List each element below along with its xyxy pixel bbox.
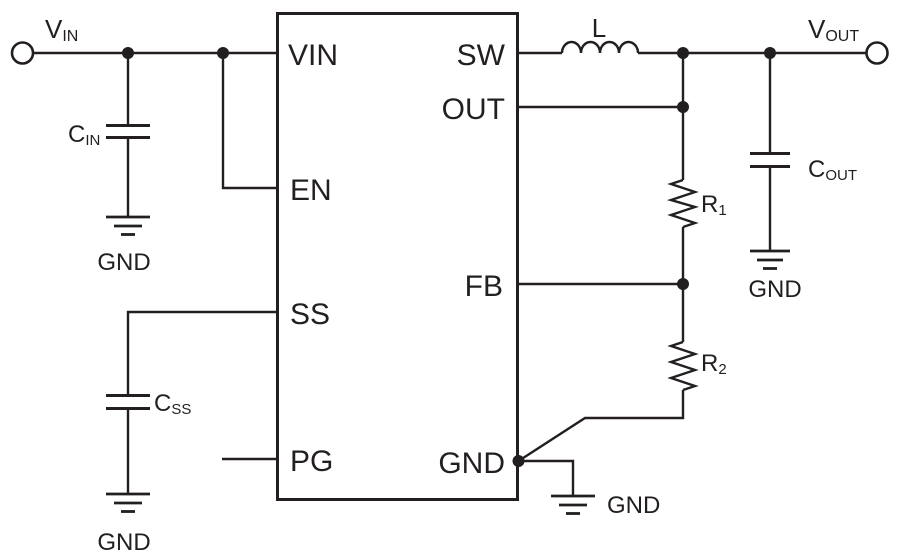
- junction-dot: [122, 47, 134, 59]
- label-cin-sub: IN: [85, 132, 100, 149]
- label-cout: COUT: [808, 156, 857, 184]
- junction-dot: [677, 47, 689, 59]
- capacitor-cout-symbol: [750, 152, 790, 168]
- pin-label-ss: SS: [290, 298, 330, 331]
- label-css: CSS: [154, 390, 191, 418]
- label-vin: VIN: [45, 14, 78, 45]
- wire-gnd-pin: [518, 459, 575, 495]
- label-r1-main: R: [701, 191, 718, 218]
- ic-pin-labels: VIN EN SS PG SW OUT FB GND: [288, 39, 506, 480]
- pin-label-sw: SW: [457, 39, 506, 72]
- label-gnd-css: GND: [97, 529, 150, 556]
- wire-en: [221, 53, 277, 190]
- ground-symbol-cin: [106, 215, 150, 236]
- label-css-main: C: [154, 390, 171, 417]
- label-r1: R1: [701, 191, 727, 219]
- label-gnd-cin: GND: [97, 249, 150, 276]
- label-r2: R2: [701, 350, 727, 378]
- label-cin: CIN: [68, 121, 100, 149]
- label-vin-sub: IN: [62, 28, 78, 45]
- wire-r2-to-gnd: [517, 390, 685, 463]
- label-cout-sub: OUT: [825, 167, 857, 184]
- label-cin-main: C: [68, 121, 85, 148]
- ground-symbol-cout: [750, 249, 790, 270]
- pin-label-vin: VIN: [288, 39, 338, 72]
- wire-ss: [126, 310, 277, 395]
- label-vin-main: V: [45, 14, 63, 44]
- label-css-sub: SS: [171, 401, 191, 418]
- resistor-r2-symbol: [667, 340, 699, 392]
- ic-body: [276, 12, 519, 501]
- label-inductor: L: [592, 13, 606, 43]
- pin-label-gnd: GND: [438, 447, 505, 480]
- ground-symbol-css: [106, 492, 150, 513]
- label-r2-sub: 2: [718, 361, 726, 378]
- label-gnd-ic: GND: [607, 492, 660, 519]
- label-r1-sub: 1: [718, 202, 726, 219]
- junction-dot: [217, 47, 229, 59]
- label-vout: VOUT: [808, 14, 859, 45]
- label-vout-sub: OUT: [825, 28, 859, 45]
- resistor-r1-symbol: [666, 178, 700, 229]
- junction-dot: [512, 455, 525, 467]
- pin-label-pg: PG: [290, 445, 333, 478]
- pin-label-out: OUT: [442, 93, 505, 126]
- junction-dot: [677, 101, 689, 113]
- pin-label-fb: FB: [465, 270, 503, 303]
- label-r2-main: R: [701, 350, 718, 377]
- pin-label-en: EN: [290, 174, 332, 207]
- label-vout-main: V: [808, 14, 826, 44]
- junction-dot: [677, 278, 689, 290]
- label-gnd-cout: GND: [748, 276, 801, 303]
- capacitor-cin-symbol: [106, 124, 150, 139]
- component-symbols: [106, 40, 790, 515]
- ground-symbol-ic: [551, 494, 595, 515]
- inductor-symbol: [560, 40, 640, 54]
- component-labels: VIN L VOUT CIN CSS COUT R1 R2 GND GND GN…: [45, 13, 859, 556]
- terminal-vout: [865, 41, 889, 65]
- label-cout-main: C: [808, 156, 825, 183]
- junction-dot: [764, 47, 776, 59]
- terminal-vin: [10, 41, 35, 65]
- junction-dots: [122, 47, 776, 467]
- capacitor-css-symbol: [106, 394, 150, 410]
